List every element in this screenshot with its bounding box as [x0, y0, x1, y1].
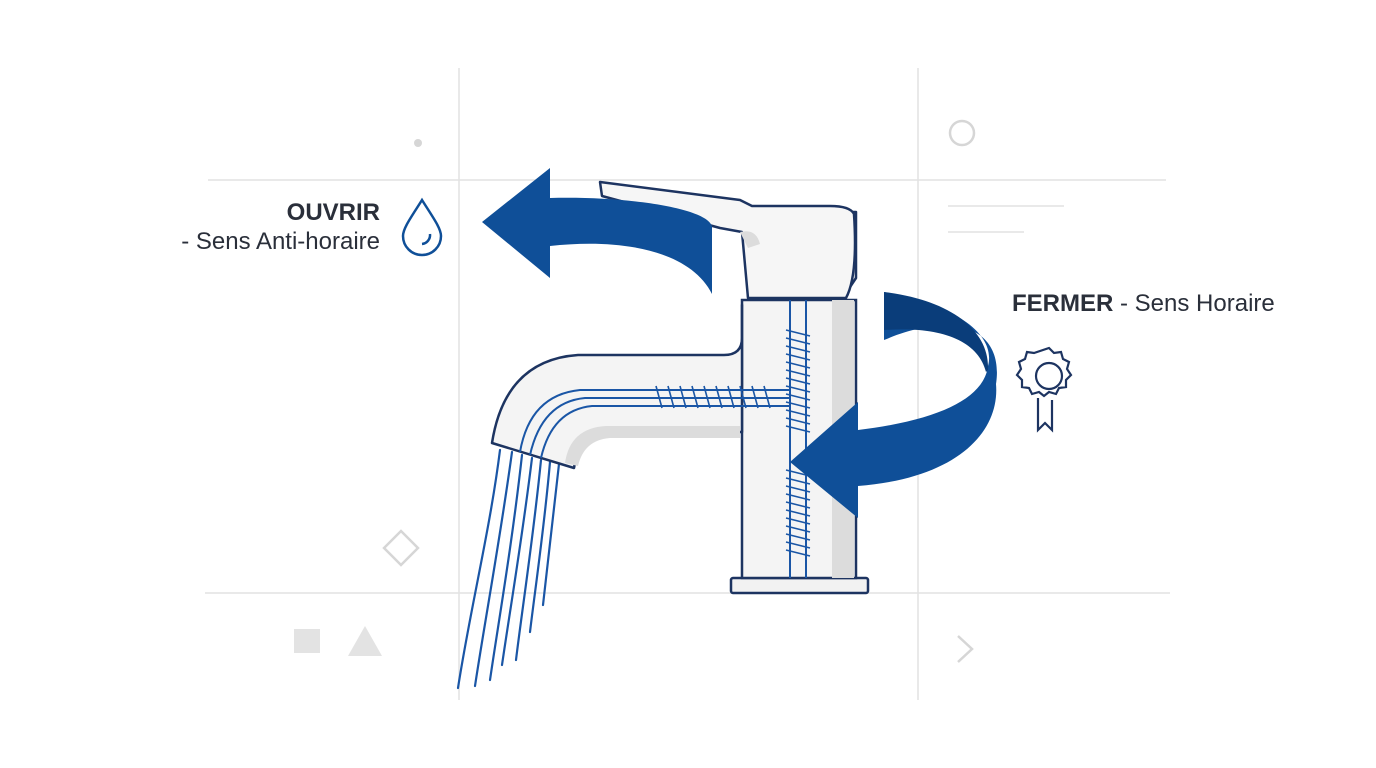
dot-icon [414, 139, 422, 147]
faucet [490, 180, 870, 595]
open-instruction: OUVRIR - Sens Anti-horaire [181, 198, 380, 256]
close-direction: - Sens Horaire [1113, 290, 1275, 317]
diamond-icon [382, 529, 420, 567]
award-seal-icon [1015, 346, 1073, 433]
faucet-base [729, 576, 870, 595]
open-direction: - Sens Anti-horaire [181, 228, 380, 255]
close-action: FERMER [1012, 290, 1114, 317]
water-drop-icon [401, 197, 443, 257]
close-arrow [790, 292, 997, 518]
square-icon [294, 629, 320, 653]
chevron-right-icon [957, 635, 974, 663]
open-arrow [482, 168, 712, 294]
close-instruction: FERMER - Sens Horaire [1012, 289, 1275, 318]
circle-icon [948, 119, 976, 147]
water-stream [456, 448, 561, 690]
triangle-icon [348, 626, 382, 656]
guide-lines [205, 68, 1170, 700]
faucet-column [740, 298, 858, 580]
open-action: OUVRIR [286, 199, 380, 226]
